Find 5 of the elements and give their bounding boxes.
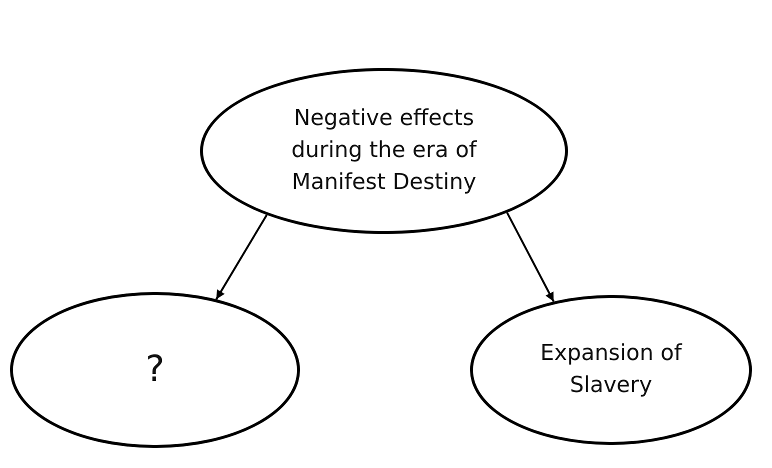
node-text: Negative effects during the era of Manifest Destiny [290,105,478,197]
arrow [506,212,555,302]
node-text: ? [145,348,165,392]
arrow [215,214,268,300]
node-text: Expansion of Slavery [539,340,684,400]
